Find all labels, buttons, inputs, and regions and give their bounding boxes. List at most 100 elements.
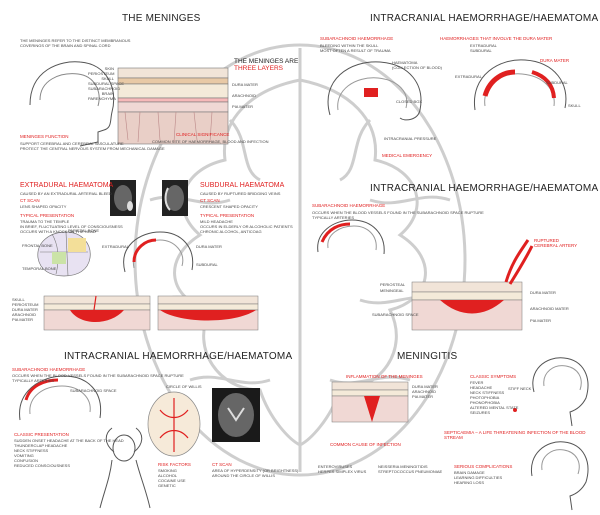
risk-item: COCAINE USE bbox=[158, 478, 186, 483]
layer-label: BRAIN bbox=[101, 91, 114, 96]
meninges-intro-line: THE MENINGES REFER TO THE DISTINCT MEMBR… bbox=[20, 38, 131, 43]
sign-item: ALTERED MENTAL STATE bbox=[470, 405, 519, 410]
sign-item: PHONOPHOBIA bbox=[470, 400, 500, 405]
right-label: DURA MATER bbox=[232, 82, 258, 87]
neck-pain-mark bbox=[513, 408, 517, 412]
mid-dura-label: DURA MATER bbox=[530, 290, 556, 295]
haem-bottom-item: TYPICALLY ARTERIES bbox=[12, 378, 55, 383]
subdural-label: SUBDURAL bbox=[546, 80, 568, 85]
periosteal-label: PERIOSTEAL bbox=[380, 282, 406, 287]
haem-mid-list: OCCURS WHEN THE BLOOD VESSELS FOUND IN T… bbox=[312, 210, 484, 220]
function-item: PROTECT THE CENTRAL NERVOUS SYSTEM FROM … bbox=[20, 146, 165, 151]
classic-pres-item: CONFUSION bbox=[14, 458, 38, 463]
meningitis-head-bottom bbox=[530, 441, 589, 511]
subdural-pres-title: TYPICAL PRESENTATION bbox=[200, 213, 255, 218]
closed-box-label: CLOSED BOX bbox=[396, 99, 423, 104]
subarachnoid-brain-illustration bbox=[317, 219, 385, 255]
risk-item: SMOKING bbox=[158, 468, 177, 473]
extradural-label: EXTRADURAL bbox=[455, 74, 482, 79]
meninges-title: THE MENINGES bbox=[122, 13, 201, 24]
dura-label: DURA MATER bbox=[540, 58, 570, 63]
cause-item: HERPES SIMPLEX VIRUS bbox=[318, 469, 367, 474]
haem-bottom-item: OCCURS WHEN THE BLOOD VESSELS FOUND IN T… bbox=[12, 373, 184, 378]
haem-bottom-list: OCCURS WHEN THE BLOOD VESSELS FOUND IN T… bbox=[12, 373, 184, 383]
cause-title: COMMON CAUSE OF INFECTION bbox=[330, 442, 401, 447]
signs-title: CLASSIC SYMPTOMS bbox=[470, 374, 517, 379]
dura-types-list: EXTRADURAL SUBDURAL bbox=[470, 43, 497, 53]
blood-collection-label: (COLLECTION OF BLOOD) bbox=[392, 65, 443, 70]
haematoma-label: HAEMATOMA bbox=[392, 60, 418, 65]
signs-list: FEVER HEADACHE NECK STIFFNESS PHOTOPHOBI… bbox=[470, 380, 518, 415]
risk-item: ALCOHOL bbox=[158, 473, 178, 478]
subdural-bleed bbox=[531, 70, 556, 99]
icp-label: INTRACRANIAL PRESSURE bbox=[384, 136, 437, 141]
haem-mid-item: TYPICALLY ARTERIES bbox=[312, 215, 355, 220]
sign-item: HEADACHE bbox=[470, 385, 493, 390]
subdural-pres-list: MILD HEADACHE OCCURS IN ELDERLY OR ALCOH… bbox=[200, 219, 293, 234]
extradural-cause: CAUSED BY AN EXTRADURAL ARTERIAL BLEED bbox=[20, 191, 112, 196]
function-item: SUPPORT CEREBRAL AND CEREBRAL VASCULATUR… bbox=[20, 141, 124, 146]
extradural-layer: DURA MATER bbox=[12, 307, 38, 312]
layer-label: SKIN bbox=[104, 66, 114, 71]
function-title: MENINGES FUNCTION bbox=[20, 134, 69, 139]
extradural-cross-section bbox=[43, 295, 151, 331]
extradural-layer: PIA MATER bbox=[12, 317, 34, 322]
meninges-layer-labels: SKIN PERIOSTEUM SKULL SUBDURAL SPACE SUB… bbox=[88, 66, 125, 101]
haem-top-list: BLEEDING WITHIN THE SKULL MOST OFTEN A R… bbox=[320, 43, 391, 53]
haem-top-item: BLEEDING WITHIN THE SKULL bbox=[320, 43, 379, 48]
meninges-intro: THE MENINGES REFER TO THE DISTINCT MEMBR… bbox=[20, 38, 130, 48]
medical-emergency-label: MEDICAL EMERGENCY bbox=[382, 153, 433, 158]
haem-top-item: MOST OFTEN A RESULT OF TRAUMA bbox=[320, 48, 391, 53]
extradural-bleed bbox=[482, 69, 516, 97]
bottom-ct-line: AROUND THE CIRCLE OF WILLIS bbox=[212, 473, 276, 478]
ruptured-artery bbox=[504, 239, 534, 285]
right-label: ARACHNOID bbox=[232, 93, 257, 98]
layer-label: SKULL bbox=[101, 76, 114, 81]
complications-list: BRAIN DAMAGE LEARNING DIFFICULTIES HEARI… bbox=[454, 470, 502, 485]
sign-item: SEIZURES bbox=[470, 410, 491, 415]
frontal-bone-label: FRONTAL BONE bbox=[22, 243, 53, 248]
risk-item: GENETIC bbox=[158, 483, 176, 488]
layer-label: SUBARACHNOID bbox=[88, 86, 121, 91]
classic-pres-item: REDUCED CONSCIOUSNESS bbox=[14, 463, 71, 468]
cause-item: STREPTOCOCCUS PNEUMONIAE bbox=[378, 469, 443, 474]
bottom-ct-text: AREA OF HYPERDENSITY (OR BRIGHTNESS) ARO… bbox=[212, 468, 298, 478]
right-label: PIA MATER bbox=[232, 104, 254, 109]
clinical-site-title: CLINICAL SIGNIFICANCE bbox=[176, 132, 230, 137]
haem-top-title: INTRACRANIAL HAEMORRHAGE/HAEMATOMA bbox=[370, 13, 599, 24]
haem-top-subtitle: SUBARACHNOID HAEMORRHAGE bbox=[320, 36, 394, 41]
haematoma-mark bbox=[364, 88, 378, 97]
three-layers-line: THREE LAYERS bbox=[234, 65, 284, 72]
skull-bones-illustration bbox=[37, 231, 91, 277]
subdural-cross-section bbox=[157, 295, 259, 331]
haem-bottom-subtitle: SUBARACHNOID HAEMORRHAGE bbox=[12, 367, 86, 372]
dura-type: SUBDURAL bbox=[470, 48, 492, 53]
meningeal-label: MENINGEAL bbox=[380, 288, 404, 293]
complication-item: BRAIN DAMAGE bbox=[454, 470, 485, 475]
complication-item: HEARING LOSS bbox=[454, 480, 485, 485]
meningitis-head-top bbox=[532, 357, 589, 427]
meningitis-layer: DURA MATER bbox=[412, 384, 438, 389]
bottom-subarachnoid-label: SUBARACHNOID SPACE bbox=[70, 388, 117, 393]
classic-pres-item: THUNDERCLAP HEADACHE bbox=[14, 443, 68, 448]
parietal-bone-label: PARIETAL BONE bbox=[68, 228, 100, 233]
subdural-pres-item: MILD HEADACHE bbox=[200, 219, 233, 224]
inflam-title: INFLAMMATION OF THE MENINGES bbox=[346, 374, 423, 379]
subdural-pres-item: OCCURS IN ELDERLY OR ALCOHOLIC PATIENTS bbox=[200, 224, 293, 229]
subdural-pres-item: CHRONIC ALCOHOL, ANTICOAG bbox=[200, 229, 262, 234]
meningitis-layer: PIA MATER bbox=[412, 394, 434, 399]
mid-subarachnoid-label: SUBARACHNOID SPACE bbox=[372, 312, 419, 317]
haematoma-brain-left bbox=[327, 61, 422, 121]
ruptured-artery-label: RUPTURED CEREBRAL ARTERY bbox=[534, 238, 578, 248]
extradural-pres-item: TRAUMA TO THE TEMPLE bbox=[20, 219, 70, 224]
three-layers-note: THE MENINGES ARE THREE LAYERS bbox=[234, 58, 298, 72]
classic-pres-item: VOMITING bbox=[14, 453, 34, 458]
subdural-sub-label: SUBDURAL bbox=[196, 262, 218, 267]
layer-label: SUBDURAL SPACE bbox=[88, 81, 125, 86]
sign-item: NECK STIFFNESS bbox=[470, 390, 505, 395]
subarachnoid-cross-section bbox=[411, 281, 523, 331]
extradural-layer: PERIOSTEUM bbox=[12, 302, 39, 307]
bottom-ct-line: AREA OF HYPERDENSITY (OR BRIGHTNESS) bbox=[212, 468, 299, 473]
mid-arachnoid-label: ARACHNOID MATER bbox=[530, 306, 569, 311]
complication-item: LEARNING DIFFICULTIES bbox=[454, 475, 503, 480]
